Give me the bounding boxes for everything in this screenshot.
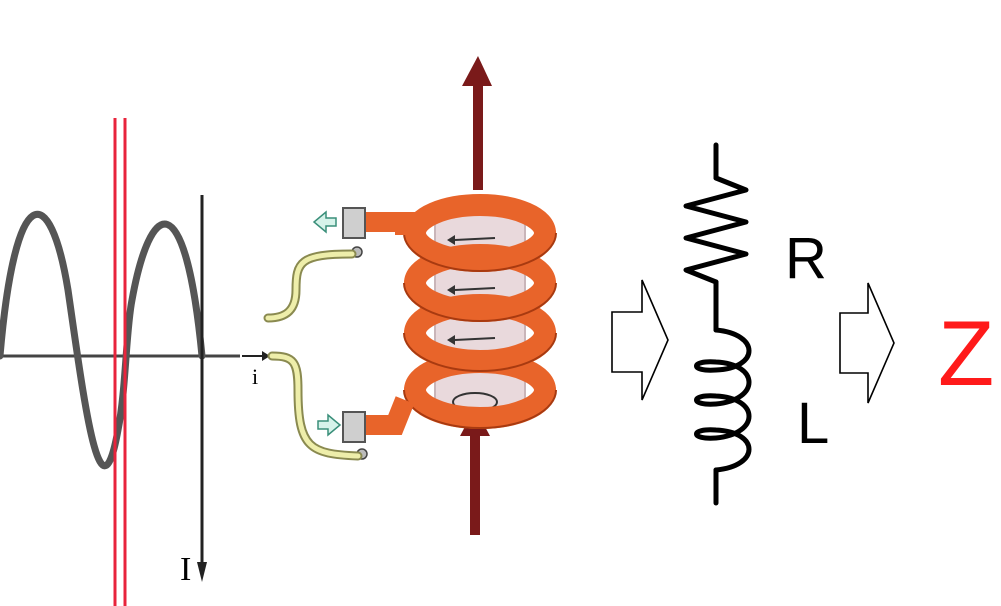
inductance-label: L — [797, 391, 829, 456]
current-arrow-head — [262, 351, 270, 361]
coolant-in-arrow-icon — [317, 413, 342, 437]
waveform-panel: I i — [0, 118, 270, 606]
coil-turn-front-1 — [404, 222, 556, 272]
coil-turn-front-3 — [404, 322, 556, 372]
current-axis-arrowhead — [197, 562, 207, 582]
impedance-label: Z — [938, 303, 994, 405]
field-arrow-top-head — [462, 56, 492, 86]
resistance-label: R — [785, 226, 827, 291]
hollow-right-arrow-icon-2 — [839, 282, 895, 404]
coil-turn-front-2 — [404, 272, 556, 322]
coolant-out-arrow-icon — [312, 210, 337, 234]
clamp-bottom — [342, 411, 366, 443]
inductor-symbol — [694, 327, 752, 473]
coil-turn-front-4 — [404, 379, 556, 429]
current-small-label: i — [252, 364, 258, 389]
clamp-top — [342, 207, 366, 239]
coil-lead-top — [352, 212, 415, 235]
coil-turn-back-1 — [404, 194, 556, 235]
resistor-symbol — [683, 175, 749, 285]
sine-wave — [0, 210, 206, 470]
induction-coil — [263, 56, 557, 535]
current-axis-label: I — [180, 551, 191, 588]
hollow-right-arrow-icon — [611, 279, 669, 401]
coil-lead-bottom — [352, 396, 415, 435]
eddy-current-arrows — [447, 235, 498, 412]
lead-wire-top — [263, 249, 357, 323]
equivalent-circuit — [683, 142, 752, 506]
